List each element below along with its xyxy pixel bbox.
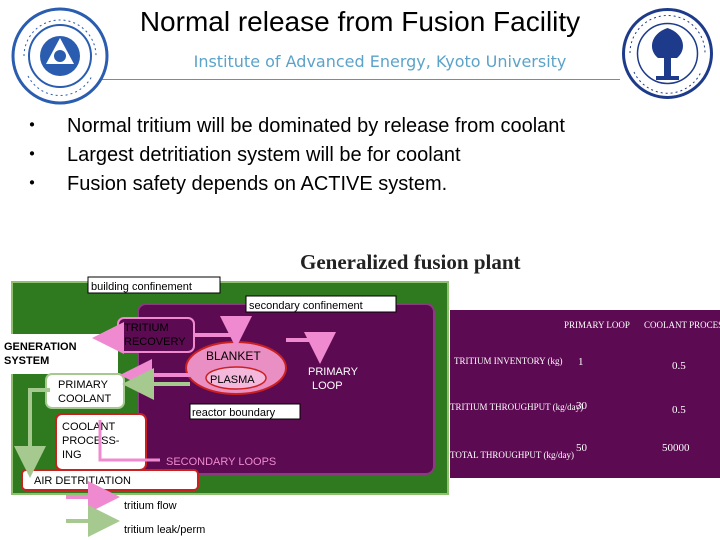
primary-coolant-label-line2: COOLANT — [58, 393, 111, 405]
tritium-recovery-label-line1: TRITIUM — [124, 322, 169, 334]
legend-leak-label: tritium leak/perm — [124, 524, 206, 536]
bullet-item: ・Largest detritiation system will be for… — [22, 144, 461, 166]
tritium-recovery-label-line2: RECOVERY — [124, 336, 186, 348]
coolant-processing-label-line3: ING — [62, 449, 82, 461]
institute-seal-logo — [11, 7, 109, 105]
primary-loop-label-line2: LOOP — [312, 380, 343, 392]
generation-system-label-line1: GENERATION — [4, 341, 77, 353]
legend-flow-label: tritium flow — [124, 500, 177, 512]
university-seal-logo — [622, 8, 713, 99]
table-row-label: TOTAL THROUGHPUT (kg/day) — [450, 450, 574, 460]
table-cell: 0.5 — [672, 360, 686, 372]
secondary-confinement-label-box — [245, 295, 397, 313]
table-col-header: COOLANT PROCESS — [644, 320, 720, 330]
fusion-plant-diagram: building confinement secondary confineme… — [0, 276, 449, 537]
diagram-title: Generalized fusion plant — [300, 250, 521, 274]
page-title: Normal release from Fusion Facility — [139, 6, 581, 37]
header-divider — [100, 79, 620, 80]
coolant-processing-label-line1: COOLANT — [62, 421, 115, 433]
blanket-label: BLANKET — [206, 349, 261, 363]
table-row-label: TRITIUM INVENTORY (kg) — [454, 356, 563, 366]
table-col-header: PRIMARY LOOP — [564, 320, 630, 330]
primary-coolant-label-line1: PRIMARY — [58, 379, 109, 391]
throughput-table: PRIMARY LOOP COOLANT PROCESS TRITIUM INV… — [450, 310, 720, 478]
table-row-label: TRITIUM THROUGHPUT (kg/day) — [450, 402, 584, 412]
bullet-item: ・Fusion safety depends on ACTIVE system. — [22, 173, 448, 195]
plasma-label: PLASMA — [210, 374, 255, 386]
bullet-item: ・Normal tritium will be dominated by rel… — [22, 115, 565, 137]
building-confinement-label: building confinement — [91, 281, 192, 293]
bullet-list: ・Normal tritium will be dominated by rel… — [22, 112, 565, 199]
building-confinement-label-box — [87, 276, 221, 294]
flow-arrow-blanket-to-loop — [286, 332, 336, 364]
flow-arrow-processing — [98, 420, 160, 462]
secondary-confinement-label: secondary confinement — [249, 300, 363, 312]
coolant-processing-label-line2: PROCESS- — [62, 435, 120, 447]
reactor-boundary-label-box — [189, 403, 301, 420]
table-cell: 50 — [576, 442, 587, 454]
reactor-boundary-label: reactor boundary — [192, 407, 276, 419]
page-subtitle: Institute of Advanced Energy, Kyoto Univ… — [193, 52, 567, 71]
generation-system-label-line2: SYSTEM — [4, 355, 49, 367]
plasma-ellipse — [205, 366, 267, 390]
table-cell: 0.5 — [672, 404, 686, 416]
table-cell: 1 — [578, 356, 584, 368]
table-cell: 50000 — [662, 442, 690, 454]
secondary-loops-label: SECONDARY LOOPS — [166, 456, 276, 468]
primary-loop-label-line1: PRIMARY — [308, 366, 359, 378]
flow-arrow-recovery-to-blanket — [194, 316, 252, 348]
air-detritiation-label: AIR DETRITIATION — [34, 475, 131, 487]
leak-arrow-coolant-to-air — [14, 388, 50, 478]
table-cell: 30 — [576, 400, 587, 412]
